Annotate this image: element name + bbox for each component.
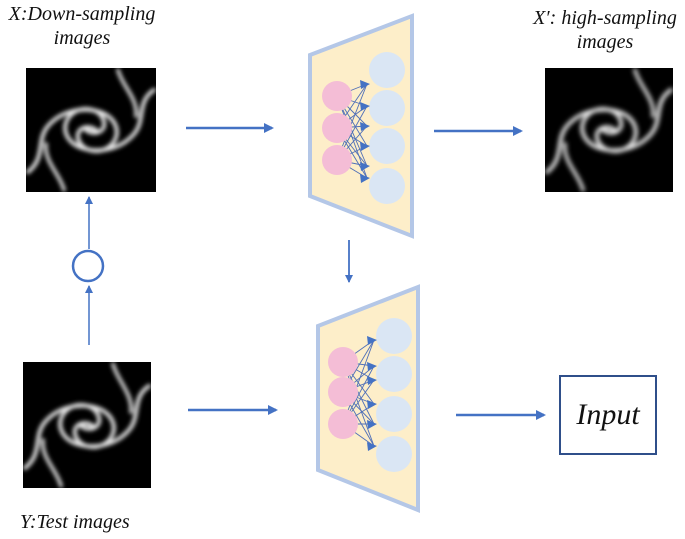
high-sampling-image <box>545 68 673 192</box>
down-sampling-label-line2: images <box>53 27 111 49</box>
output-neuron <box>376 396 412 432</box>
high-sampling-label-line2: images <box>576 31 634 53</box>
down-sampling-label-line1: X:Down-sampling <box>8 3 156 25</box>
output-neuron <box>369 52 405 88</box>
input-neuron <box>322 81 352 111</box>
input-neuron <box>322 113 352 143</box>
network-bottom-arrowheads <box>367 336 377 451</box>
test-images-label: Y:Test images <box>20 511 130 533</box>
high-sampling-label: X′: high-sampling images <box>525 6 685 54</box>
input-neuron <box>328 377 358 407</box>
down-sampling-image <box>26 68 156 192</box>
input-neuron <box>328 409 358 439</box>
test-image <box>23 362 151 488</box>
network-top-arrowheads <box>360 80 370 183</box>
output-neuron <box>369 128 405 164</box>
circle-operator-icon <box>71 249 105 283</box>
network-bottom <box>316 284 420 513</box>
input-box: Input <box>559 375 657 455</box>
network-top <box>308 13 414 239</box>
output-neuron <box>369 168 405 204</box>
down-sampling-label: X:Down-sampling images <box>2 2 162 50</box>
output-neuron <box>369 90 405 126</box>
input-neuron <box>322 145 352 175</box>
high-sampling-label-line1: X′: high-sampling <box>533 7 677 29</box>
output-neuron <box>376 436 412 472</box>
output-neuron <box>376 356 412 392</box>
input-neuron <box>328 347 358 377</box>
output-neuron <box>376 318 412 354</box>
